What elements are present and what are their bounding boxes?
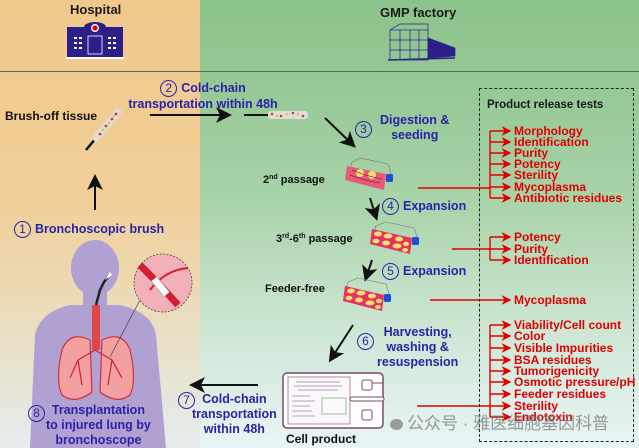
test-item: Sterility [514, 168, 559, 182]
brush-with-tissue-icon [85, 108, 122, 151]
second-passage-num: 2 [263, 174, 270, 186]
test-item: Viability/Cell count [514, 318, 622, 332]
third-sup: rd [282, 233, 290, 240]
step-8-line-1: Transplantation [51, 403, 145, 417]
test-item: Osmotic pressure/pH [514, 375, 636, 389]
flask-2nd-passage-icon [345, 157, 393, 190]
test-item: Mycoplasma [514, 180, 587, 194]
step-5-label: 5 Expansion [382, 263, 466, 280]
step-8-number: 8 [28, 405, 45, 422]
header-divider [0, 71, 639, 72]
test-item: Feeder residues [514, 387, 607, 401]
step-1-text: Bronchoscopic brush [35, 222, 165, 236]
step-6-line-2: washing & [386, 340, 449, 354]
second-passage-sup: nd [269, 174, 278, 181]
test-item: Antibiotic residues [514, 191, 623, 205]
test-item: Identification [514, 253, 589, 267]
connector-3rd-6th-passage [452, 232, 512, 265]
test-item: Potency [514, 230, 561, 244]
flask-3rd-6th-passage-icon [370, 221, 419, 254]
test-item: Endotoxin [514, 410, 573, 424]
arrow-digestion [324, 117, 356, 148]
step-5-text: Expansion [403, 264, 467, 278]
connector-2nd-passage [418, 126, 512, 203]
watermark-text: 公众号 · 雅医细胞基因科普 [407, 414, 610, 433]
step-4-text: Expansion [403, 199, 467, 213]
test-item: BSA residues [514, 353, 592, 367]
test-item: Morphology [514, 124, 583, 138]
cell-product-label: Cell product [286, 432, 357, 446]
test-item: Purity [514, 146, 549, 160]
test-item: Visible Impurities [514, 341, 614, 355]
release-tests-title: Product release tests [487, 99, 604, 111]
flask-feeder-free-icon [343, 277, 391, 311]
step-2-line-1: Cold-chain [181, 81, 246, 95]
step-7-line-2: transportation [192, 407, 277, 421]
step-2-number: 2 [160, 80, 178, 97]
cell-product-bag-icon [282, 372, 385, 429]
third-sixth-passage-label: 3rd-6th passage [276, 233, 353, 245]
step-7-line-1: Cold-chain [202, 392, 267, 406]
test-item: Identification [514, 135, 589, 149]
step-8-label: 8 Transplantation to injured lung by bro… [28, 403, 151, 448]
step-4-number: 4 [382, 198, 399, 215]
watermark: 公众号 · 雅医细胞基因科普 [390, 409, 609, 434]
arrow-expansion-5 [362, 259, 378, 282]
test-item: Sterility [514, 399, 559, 413]
test-item: Tumorigenicity [514, 364, 600, 378]
third-sixth-text: passage [305, 233, 353, 245]
second-passage-text: passage [277, 174, 325, 186]
step-2-line-2: transportation within 48h [128, 97, 278, 111]
step-7-label: 7 Cold-chain transportation within 48h [178, 392, 277, 437]
factory-icon [387, 23, 456, 61]
feeder-free-label: Feeder-free [265, 283, 325, 295]
test-item: Purity [514, 242, 549, 256]
hospital-header: Hospital [70, 2, 122, 17]
step-1-label: 1 Bronchoscopic brush [14, 221, 164, 238]
test-item: Color [514, 329, 546, 343]
sixth-sup: th [298, 233, 306, 240]
step-3-number: 3 [355, 121, 372, 138]
step-3-line-1: Digestion & [380, 113, 450, 127]
patient-silhouette-icon [30, 240, 193, 448]
step-3-line-2: seeding [391, 128, 439, 142]
wechat-icon [390, 419, 403, 431]
test-item: Mycoplasma [514, 293, 587, 307]
arrow-expansion-4 [364, 197, 381, 221]
second-passage-label: 2nd passage [263, 174, 325, 186]
brush-off-tissue-label: Brush-off tissue [5, 109, 98, 123]
test-item: Potency [514, 157, 561, 171]
step-6-line-3: resuspension [377, 355, 459, 369]
factory-background [200, 0, 639, 448]
step-7-number: 7 [178, 392, 195, 409]
step-6-line-1: Harvesting, [383, 325, 452, 339]
step-4-label: 4 Expansion [382, 198, 466, 215]
factory-brush-icon [244, 111, 308, 119]
step-6-label: 6 Harvesting, washing & resuspension [357, 325, 458, 370]
hospital-icon [66, 22, 124, 59]
connector-cell-product [417, 320, 512, 422]
step-1-number: 1 [14, 221, 31, 238]
step-7-line-3: within 48h [203, 422, 265, 436]
factory-header: GMP factory [380, 5, 457, 20]
release-tests-box [479, 88, 634, 442]
step-6-number: 6 [357, 333, 374, 350]
arrow-harvesting [328, 324, 354, 363]
step-3-label: 3 Digestion & seeding [355, 113, 449, 143]
step-8-line-2: to injured lung by [46, 418, 151, 432]
third-num: 3 [276, 233, 283, 245]
sixth-num: -6 [289, 233, 299, 245]
step-5-number: 5 [382, 263, 399, 280]
step-8-line-3: bronchoscope [55, 433, 142, 447]
